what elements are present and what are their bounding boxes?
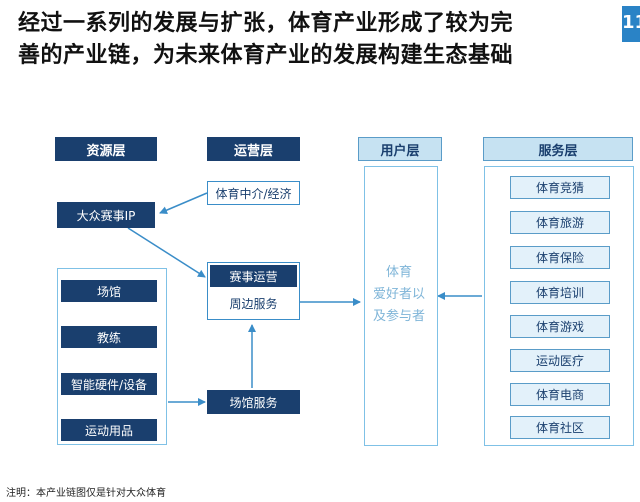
resource-item-venue: 场馆	[61, 280, 157, 302]
page-title: 经过一系列的发展与扩张，体育产业形成了较为完 善的产业链，为未来体育产业的发展构…	[18, 8, 618, 72]
user-line-1: 体育	[385, 265, 412, 280]
resource-item-smart-hardware: 智能硬件/设备	[61, 373, 157, 395]
resource-item-sporting-goods: 运动用品	[61, 419, 157, 441]
service-item-sports-insurance: 体育保险	[510, 246, 610, 269]
service-item-sports-tourism: 体育旅游	[510, 211, 610, 234]
service-item-sports-ecommerce: 体育电商	[510, 383, 610, 406]
header-service-layer: 服务层	[483, 137, 633, 161]
node-event-operation: 赛事运营	[210, 265, 297, 287]
service-item-sports-community: 体育社区	[510, 416, 610, 439]
header-operation-layer: 运营层	[207, 137, 300, 161]
node-peripheral-service: 周边服务	[229, 296, 278, 311]
resource-item-coach: 教练	[61, 326, 157, 348]
service-item-sports-training: 体育培训	[510, 281, 610, 304]
service-item-sports-medicine: 运动医疗	[510, 349, 610, 372]
user-line-3: 及参与者	[372, 309, 425, 324]
user-layer-text: 体育 爱好者以 及参与者	[366, 262, 432, 328]
title-line-2: 善的产业链，为未来体育产业的发展构建生态基础	[18, 43, 514, 68]
node-venue-service: 场馆服务	[207, 390, 300, 414]
service-item-sports-games: 体育游戏	[510, 315, 610, 338]
header-resource-layer: 资源层	[55, 137, 157, 161]
arrow-ip-to-event	[127, 227, 206, 278]
arrow-agency-to-ip	[159, 192, 208, 214]
title-line-1: 经过一系列的发展与扩张，体育产业形成了较为完	[18, 11, 514, 36]
brand-logo: 11	[622, 6, 640, 42]
node-sports-agency: 体育中介/经济	[207, 181, 300, 205]
footnote: 注明：本产业链图仅是针对大众体育	[6, 488, 166, 499]
node-public-event-ip: 大众赛事IP	[57, 202, 155, 228]
user-layer-box	[364, 166, 438, 446]
service-item-sports-betting: 体育竞猜	[510, 176, 610, 199]
header-user-layer: 用户层	[358, 137, 442, 161]
user-line-2: 爱好者以	[372, 287, 425, 302]
